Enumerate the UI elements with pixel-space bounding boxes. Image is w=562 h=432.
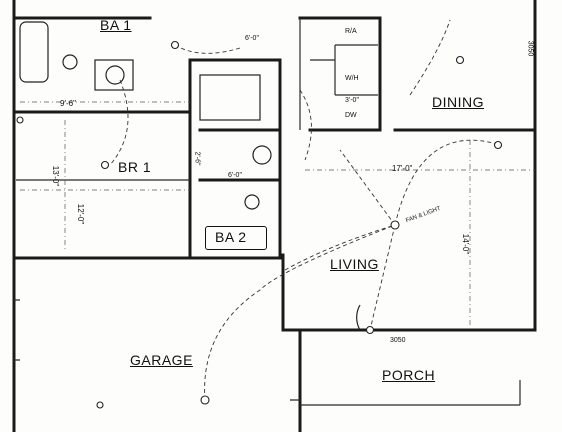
dimension-text: 3050 — [526, 40, 534, 57]
dimension-text: 6'-0" — [245, 35, 259, 42]
dimension-text: 12'-0" — [76, 203, 86, 225]
dimension-text: 3050 — [390, 337, 406, 344]
dimension-text: 6'-0" — [228, 172, 242, 179]
porch-label: PORCH — [382, 367, 436, 383]
dining-label: DINING — [432, 94, 484, 110]
dimension-text: 13'-0" — [51, 165, 61, 187]
outlet — [455, 55, 465, 65]
garage-wall-marks — [14, 299, 300, 401]
dishwasher-label: DW — [345, 112, 357, 119]
ba1-sink-fixture — [62, 54, 78, 70]
porch-outline — [300, 380, 521, 406]
interior-partition — [16, 18, 378, 181]
garage-label: GARAGE — [130, 352, 193, 368]
br1-label: BR 1 — [118, 159, 152, 175]
dimension-line — [20, 101, 535, 325]
outlet — [170, 40, 180, 50]
ba2-label-box — [205, 226, 267, 250]
dimension-text: 9'-6" — [60, 99, 76, 108]
interior-wall — [14, 16, 537, 260]
ba2-label: BA 2 — [215, 229, 247, 245]
ba2-shower-fixture — [199, 74, 261, 121]
dimension-text: 2'-6" — [193, 151, 201, 166]
outlet — [100, 160, 110, 170]
dimension-text: 14'-0" — [461, 233, 471, 255]
water-heater-label: W/H — [345, 75, 359, 82]
bathtub-fixture — [19, 21, 49, 83]
entry-door-swing — [356, 304, 361, 331]
outlet — [16, 116, 24, 124]
outlet — [365, 325, 375, 335]
ba1-toilet-fixture — [105, 65, 125, 85]
ba1-label: BA 1 — [100, 17, 132, 33]
outlet — [390, 220, 400, 230]
return-air-label: R/A — [345, 28, 357, 35]
ba2-toilet-fixture — [252, 145, 272, 165]
dimension-text: 3'-0" — [345, 97, 359, 104]
outlet — [96, 401, 104, 409]
dimension-text: 17'-0" — [392, 164, 413, 173]
ba2-sink-fixture — [244, 194, 260, 210]
exterior-wall — [12, 0, 537, 432]
living-label: LIVING — [330, 256, 379, 272]
outlet — [493, 140, 503, 150]
outlet — [200, 395, 210, 405]
ba1-vanity-fixture — [94, 59, 134, 91]
electrical-wiring — [109, 19, 501, 401]
